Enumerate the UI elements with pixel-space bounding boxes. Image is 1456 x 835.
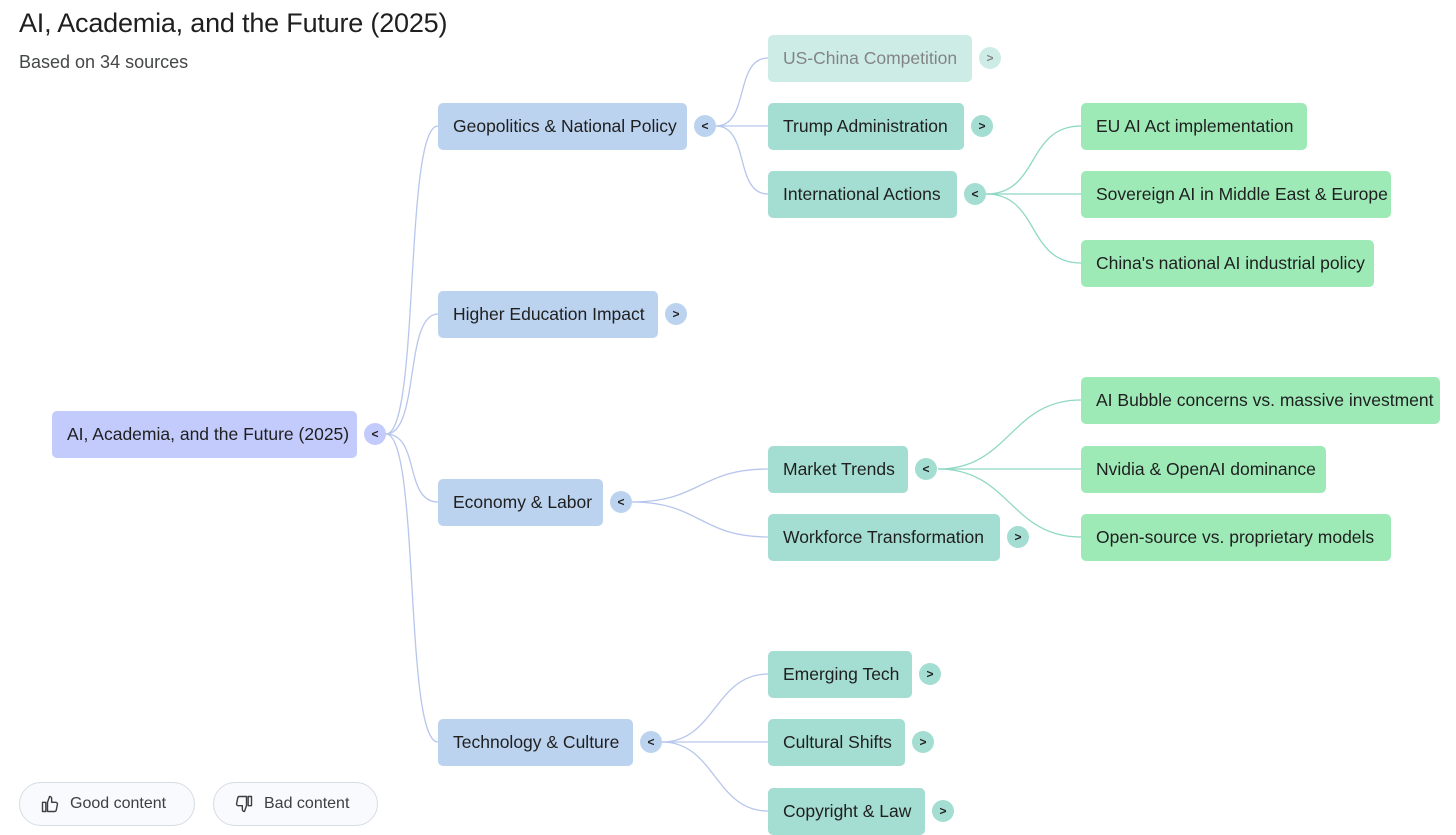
node-international-actions[interactable]: International Actions [768,171,957,218]
expand-toggle-emerging-tech[interactable]: > [919,663,941,685]
link-econ-workforce [631,501,769,538]
node-copyright-law[interactable]: Copyright & Law [768,788,925,835]
node-emerging-tech[interactable]: Emerging Tech [768,651,912,698]
node-open-source-models[interactable]: Open-source vs. proprietary models [1081,514,1391,561]
link-root-geopolitics [385,125,439,435]
link-root-education [385,313,439,435]
expand-toggle-higher-education[interactable]: > [665,303,687,325]
link-root-economy [385,433,439,503]
node-cultural-shifts[interactable]: Cultural Shifts [768,719,905,766]
collapse-toggle-root[interactable]: < [364,423,386,445]
link-intl-euai [985,125,1082,195]
bad-content-label: Bad content [264,795,350,812]
expand-toggle-us-china[interactable]: > [979,47,1001,69]
sources-subtitle: Based on 34 sources [19,52,189,72]
node-ai-bubble[interactable]: AI Bubble concerns vs. massive investmen… [1081,377,1440,424]
thumbs-down-icon [235,795,253,813]
collapse-toggle-international[interactable]: < [964,183,986,205]
node-higher-education[interactable]: Higher Education Impact [438,291,658,338]
link-geo-international [715,125,769,195]
expand-toggle-copyright-law[interactable]: > [932,800,954,822]
collapse-toggle-geopolitics[interactable]: < [694,115,716,137]
expand-toggle-cultural-shifts[interactable]: > [912,731,934,753]
node-eu-ai-act[interactable]: EU AI Act implementation [1081,103,1307,150]
node-geopolitics[interactable]: Geopolitics & National Policy [438,103,687,150]
link-econ-market [631,468,769,503]
node-us-china-competition[interactable]: US-China Competition [768,35,972,82]
good-content-button[interactable]: Good content [19,782,195,826]
thumbs-up-icon [41,795,59,813]
collapse-toggle-economy-labor[interactable]: < [610,491,632,513]
link-intl-china [985,193,1082,264]
link-geo-uschina [715,57,769,127]
link-tech-copyright [661,741,769,812]
link-market-opensource [937,468,1082,538]
collapse-toggle-technology-culture[interactable]: < [640,731,662,753]
node-economy-labor[interactable]: Economy & Labor [438,479,603,526]
page-title: AI, Academia, and the Future (2025) [19,8,448,38]
node-root[interactable]: AI, Academia, and the Future (2025) [52,411,357,458]
node-workforce-transformation[interactable]: Workforce Transformation [768,514,1000,561]
expand-toggle-workforce[interactable]: > [1007,526,1029,548]
node-nvidia-openai[interactable]: Nvidia & OpenAI dominance [1081,446,1326,493]
good-content-label: Good content [70,795,167,812]
node-china-industrial-policy[interactable]: China's national AI industrial policy [1081,240,1374,287]
node-technology-culture[interactable]: Technology & Culture [438,719,633,766]
node-trump-administration[interactable]: Trump Administration [768,103,964,150]
link-market-bubble [937,399,1082,470]
expand-toggle-trump[interactable]: > [971,115,993,137]
node-market-trends[interactable]: Market Trends [768,446,908,493]
link-root-technology [385,433,439,743]
collapse-toggle-market-trends[interactable]: < [915,458,937,480]
link-tech-emerging [661,673,769,743]
bad-content-button[interactable]: Bad content [213,782,378,826]
node-sovereign-ai[interactable]: Sovereign AI in Middle East & Europe [1081,171,1391,218]
